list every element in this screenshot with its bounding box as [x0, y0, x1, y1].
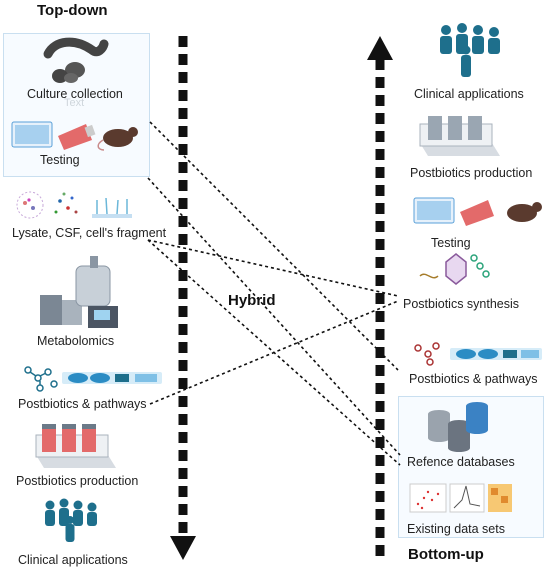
- hybrid-connectors: [147, 121, 401, 466]
- right-clinical-label: Clinical applications: [414, 87, 524, 101]
- lab-equipment-icon: [40, 256, 118, 328]
- well-plate-icon: [11, 121, 53, 148]
- people-icon-right: [440, 23, 500, 77]
- left-culture-collection-label: Culture collection: [27, 87, 123, 101]
- bioreactor-icon-right: [419, 116, 500, 156]
- well-plate-icon-right: [413, 197, 455, 224]
- bottom-up-title: Bottom-up: [408, 546, 484, 563]
- data-sets-icon: [409, 483, 512, 513]
- hybrid-label: Hybrid: [228, 292, 276, 309]
- left-testing-label: Testing: [40, 153, 80, 167]
- right-pathways-label: Postbiotics & pathways: [409, 372, 538, 386]
- bioreactor-icon: [35, 424, 116, 468]
- top-down-culture-panel: [3, 33, 150, 177]
- lysate-icon: [16, 191, 78, 219]
- left-metabolomics-label: Metabolomics: [37, 334, 115, 348]
- connector-testing-to-databases: [147, 177, 401, 456]
- molecule-pathway-icon: [24, 366, 58, 392]
- connector-lysate-to-synthesis: [147, 239, 399, 297]
- bottom-up-arrow-head: [367, 36, 393, 60]
- culture-flask-icon-right: [460, 200, 494, 226]
- culture-flask-icon: [58, 124, 96, 150]
- placeholder-text-label: Text: [64, 97, 85, 109]
- people-icon-left: [45, 498, 97, 542]
- mouse-icon-right: [507, 202, 542, 222]
- pathway-strip-icon-right: [450, 348, 542, 360]
- right-datasets-label: Existing data sets: [407, 522, 505, 536]
- pathway-strip-icon: [62, 372, 162, 384]
- cell-fragment-icon: [92, 197, 132, 218]
- database-icon: [428, 402, 488, 452]
- left-production-label: Postbiotics production: [16, 474, 139, 488]
- left-pathways-label: Postbiotics & pathways: [18, 397, 147, 411]
- right-testing-label: Testing: [431, 236, 471, 250]
- right-databases-label: Refence databases: [407, 455, 515, 469]
- top-down-arrow-head: [170, 536, 196, 560]
- synthesis-molecule-icon: [419, 253, 490, 285]
- connector-culture-to-pathways: [149, 121, 399, 371]
- mouse-icon: [97, 127, 138, 151]
- left-lysate-label: Lysate, CSF, cell's fragment: [12, 226, 167, 240]
- connector-pathways-to-synthesis: [149, 300, 399, 405]
- top-down-title: Top-down: [37, 2, 108, 19]
- right-production-label: Postbiotics production: [410, 166, 533, 180]
- pathway-icon-right: [414, 342, 440, 366]
- bacteria-icon: [43, 37, 109, 83]
- left-clinical-label: Clinical applications: [18, 553, 128, 567]
- right-synthesis-label: Postbiotics synthesis: [403, 297, 520, 311]
